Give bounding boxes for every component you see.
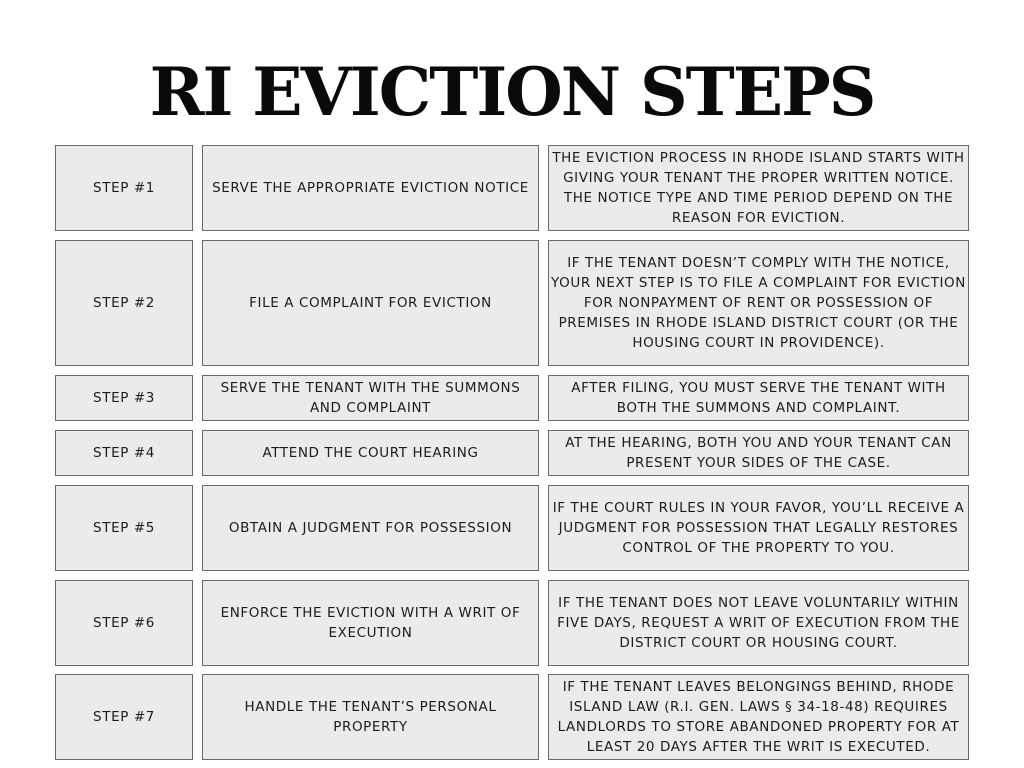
step-action: ATTEND THE COURT HEARING [202,430,539,476]
step-description: AT THE HEARING, BOTH YOU AND YOUR TENANT… [548,430,969,476]
step-row-7: STEP #7 HANDLE THE TENANT’S PERSONAL PRO… [0,674,1024,760]
page-title: RI EVICTION STEPS [149,53,877,131]
step-row-1: STEP #1 SERVE THE APPROPRIATE EVICTION N… [0,145,1024,231]
step-action: ENFORCE THE EVICTION WITH A WRIT OF EXEC… [202,580,539,666]
step-action: HANDLE THE TENANT’S PERSONAL PROPERTY [202,674,539,760]
step-row-3: STEP #3 SERVE THE TENANT WITH THE SUMMON… [0,375,1024,421]
step-description: THE EVICTION PROCESS IN RHODE ISLAND STA… [548,145,969,231]
step-description: IF THE TENANT DOES NOT LEAVE VOLUNTARILY… [548,580,969,666]
step-action: FILE A COMPLAINT FOR EVICTION [202,240,539,366]
step-number: STEP #5 [55,485,193,571]
step-row-5: STEP #5 OBTAIN A JUDGMENT FOR POSSESSION… [0,485,1024,571]
step-description: IF THE TENANT DOESN’T COMPLY WITH THE NO… [548,240,969,366]
step-number: STEP #7 [55,674,193,760]
step-number: STEP #4 [55,430,193,476]
step-action: SERVE THE APPROPRIATE EVICTION NOTICE [202,145,539,231]
step-number: STEP #3 [55,375,193,421]
step-description: IF THE TENANT LEAVES BELONGINGS BEHIND, … [548,674,969,760]
step-number: STEP #2 [55,240,193,366]
step-number: STEP #6 [55,580,193,666]
step-description: IF THE COURT RULES IN YOUR FAVOR, YOU’LL… [548,485,969,571]
step-action: OBTAIN A JUDGMENT FOR POSSESSION [202,485,539,571]
step-row-4: STEP #4 ATTEND THE COURT HEARING AT THE … [0,430,1024,476]
step-action: SERVE THE TENANT WITH THE SUMMONS AND CO… [202,375,539,421]
step-row-2: STEP #2 FILE A COMPLAINT FOR EVICTION IF… [0,240,1024,366]
step-number: STEP #1 [55,145,193,231]
step-description: AFTER FILING, YOU MUST SERVE THE TENANT … [548,375,969,421]
step-row-6: STEP #6 ENFORCE THE EVICTION WITH A WRIT… [0,580,1024,666]
